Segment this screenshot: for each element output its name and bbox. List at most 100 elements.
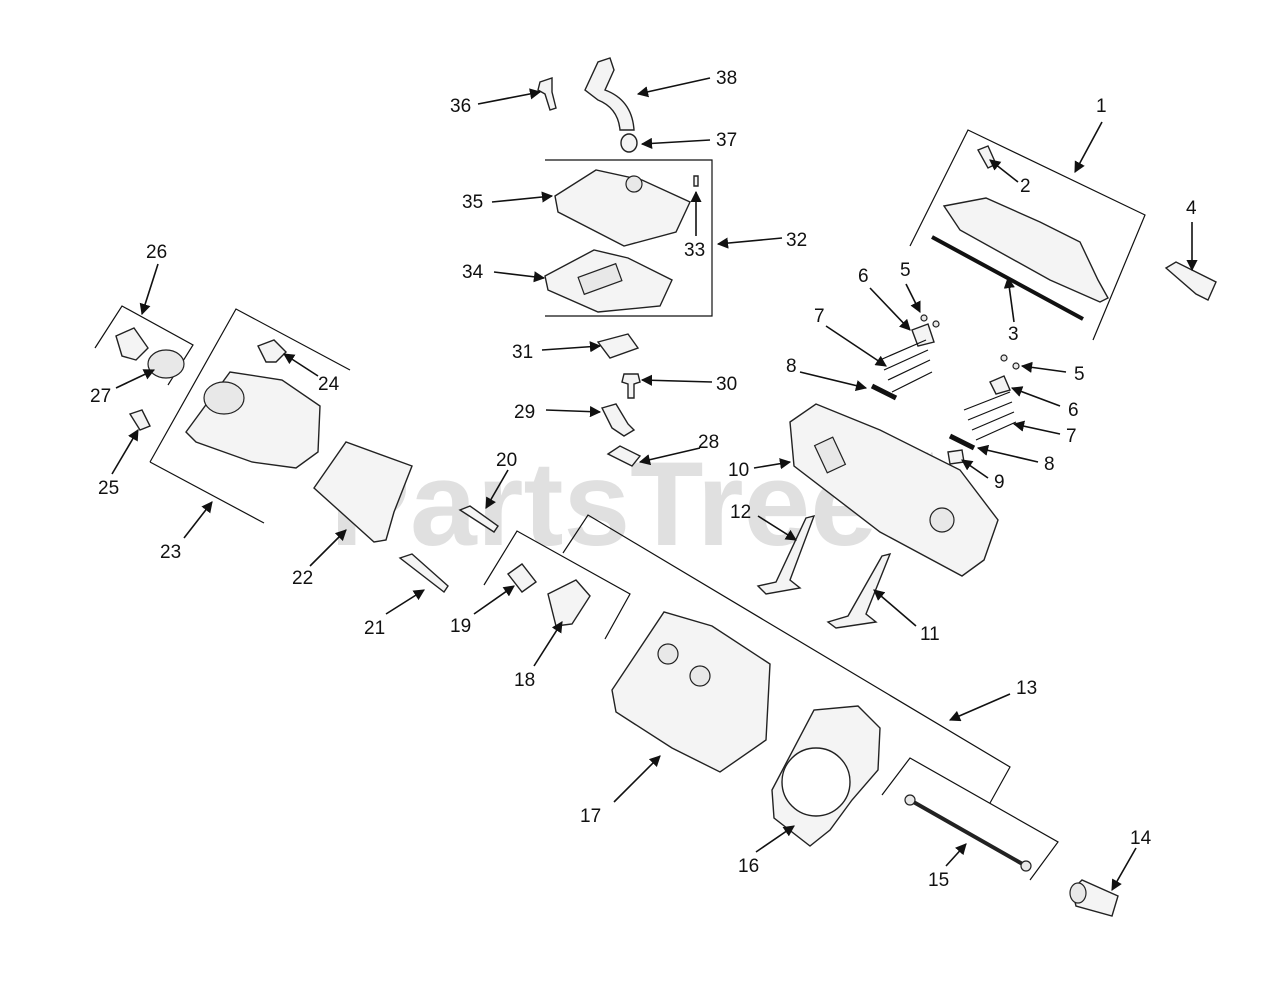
callout-8b: 8 <box>1044 454 1055 475</box>
arrow-20 <box>485 469 509 509</box>
arrow-36 <box>477 88 542 105</box>
part-9 <box>947 449 965 465</box>
arrow-7b <box>1012 420 1061 435</box>
arrow-24 <box>283 353 319 377</box>
arrow-11 <box>873 589 917 627</box>
keeper-5c <box>1000 354 1008 362</box>
bracket-group-23-top <box>149 308 351 463</box>
arrow-15 <box>945 843 967 867</box>
arrow-34 <box>493 271 546 283</box>
arrow-23 <box>183 501 213 539</box>
arrow-32 <box>716 237 783 249</box>
screw-2 <box>977 145 997 169</box>
callout-21: 21 <box>364 618 385 639</box>
callout-7a: 7 <box>814 306 825 327</box>
callout-17: 17 <box>580 806 601 827</box>
head-gasket-bore <box>781 747 851 817</box>
bolt-36 <box>537 77 557 111</box>
screw-33 <box>693 175 699 187</box>
callout-4: 4 <box>1186 198 1197 219</box>
bolt-20 <box>458 505 499 533</box>
cylinder-head-10 <box>789 403 999 577</box>
push-rod-15 <box>909 798 1027 868</box>
breather-tube-38 <box>584 57 635 131</box>
callout-18: 18 <box>514 670 535 691</box>
arrow-5a <box>905 283 921 314</box>
callout-15: 15 <box>928 870 949 891</box>
valve-seal-8b <box>948 433 976 451</box>
callout-26: 26 <box>146 242 167 263</box>
callout-5b: 5 <box>1074 364 1085 385</box>
bracket-group-18-19 <box>483 530 631 640</box>
callout-7b: 7 <box>1066 426 1077 447</box>
bracket-group-15 <box>881 757 1059 881</box>
callout-36: 36 <box>450 96 471 117</box>
callout-30: 30 <box>716 374 737 395</box>
callout-14: 14 <box>1130 828 1152 849</box>
bracket-group-23-bottom <box>149 461 265 524</box>
arrow-1 <box>1074 121 1103 173</box>
arrow-18 <box>533 621 563 667</box>
arrow-31 <box>541 341 602 353</box>
callout-13: 13 <box>1016 678 1037 699</box>
bracket-4 <box>1164 261 1217 301</box>
cylinder-head-17 <box>611 611 771 773</box>
arrow-35 <box>491 191 554 203</box>
bracket-group-1 <box>909 129 1146 341</box>
callout-3: 3 <box>1008 324 1019 345</box>
arrow-21 <box>385 589 425 615</box>
valve-seal-8a <box>870 383 898 401</box>
head-boss-b <box>689 665 711 687</box>
arrow-27 <box>115 369 156 389</box>
fitting-24 <box>257 339 287 363</box>
valve-cover-23 <box>185 371 321 469</box>
keeper-5a <box>920 314 928 322</box>
oil-fill-neck <box>203 381 245 415</box>
gasket-22 <box>313 441 413 543</box>
spacer-19 <box>506 563 538 593</box>
grommet-37 <box>620 133 638 153</box>
arrow-5b <box>1020 361 1067 373</box>
arrow-12 <box>757 515 797 541</box>
arrow-30 <box>640 374 713 386</box>
dipstick-26 <box>115 327 149 361</box>
valve-11 <box>826 552 892 629</box>
retainer-29 <box>600 403 636 437</box>
callout-27: 27 <box>90 386 111 407</box>
callout-31: 31 <box>512 342 533 363</box>
arrow-14 <box>1111 847 1137 891</box>
push-rod-end-a <box>904 794 916 806</box>
keeper-5d <box>1012 362 1020 370</box>
callout-12: 12 <box>730 502 751 523</box>
arrow-19 <box>473 585 515 615</box>
callout-8a: 8 <box>786 356 797 377</box>
bracket-group-32 <box>545 159 713 317</box>
arrow-22 <box>309 529 347 567</box>
rocker-18 <box>547 579 591 627</box>
callout-22: 22 <box>292 568 313 589</box>
callout-2: 2 <box>1020 176 1031 197</box>
head-boss-a <box>657 643 679 665</box>
arrow-26 <box>139 263 159 316</box>
callout-11: 11 <box>920 624 940 645</box>
valve-cover <box>942 197 1109 303</box>
gasket-window <box>577 262 623 296</box>
callout-24: 24 <box>318 374 340 395</box>
callout-1: 1 <box>1096 96 1107 117</box>
bracket-group-13 <box>562 514 1011 804</box>
arrow-29 <box>545 406 602 418</box>
arrow-9 <box>961 459 989 479</box>
callout-9: 9 <box>994 472 1005 493</box>
keeper-5b <box>932 320 940 328</box>
head-port-a <box>813 436 847 474</box>
arrow-8b <box>976 444 1039 463</box>
push-rod-end-b <box>1020 860 1032 872</box>
callout-25: 25 <box>98 478 119 499</box>
reed-31 <box>596 333 640 359</box>
arrow-37 <box>640 137 711 149</box>
o-ring-27 <box>147 349 185 379</box>
arrow-13 <box>948 693 1011 722</box>
callout-16: 16 <box>738 856 759 877</box>
arrow-38 <box>636 77 711 98</box>
